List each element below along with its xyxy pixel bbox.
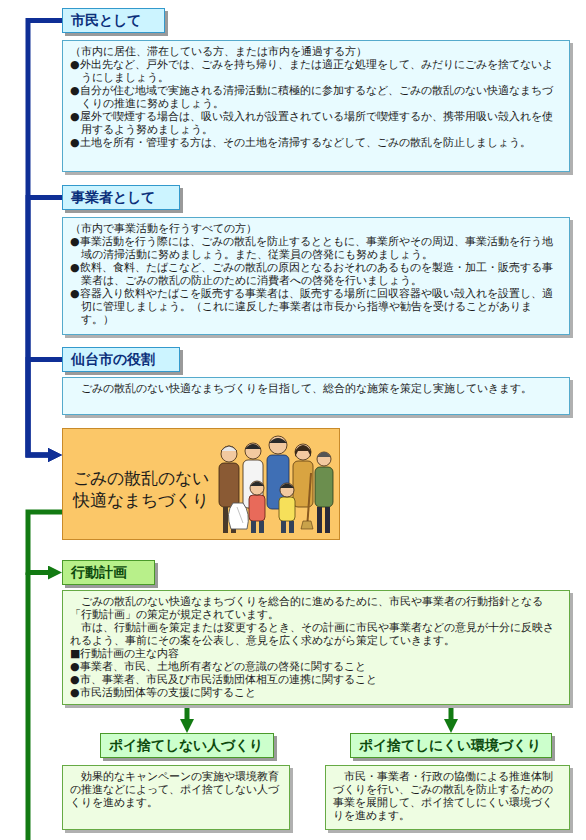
- body-text: ●自分が住む地域で実施される清掃活動に積極的に参加するなど、ごみの散乱のない快適…: [70, 84, 562, 110]
- body-text: 市は、行動計画を策定または変更するとき、その計画に市民や事業者などの意見が十分に…: [70, 621, 562, 647]
- text-panel: 市民・事業者・行政の協働による推進体制づくりを行い、ごみの散乱を防止するための事…: [325, 765, 570, 830]
- body-text: 市民・事業者・行政の協働による推進体制づくりを行い、ごみの散乱を防止するための事…: [333, 770, 562, 822]
- connector-arrow: [28, 198, 62, 456]
- section-heading: 事業者として: [62, 185, 180, 210]
- family-illustration: [213, 433, 337, 537]
- heading-text: 仙台市の役割: [71, 351, 169, 368]
- section-heading: 仙台市の役割: [62, 347, 180, 372]
- body-text: ●事業活動を行う際には、ごみの散乱を防止するとともに、事業所やその周辺、事業活動…: [70, 235, 562, 261]
- goal-box: ごみの散乱のない快適なまちづくり: [62, 428, 340, 540]
- body-text: （市内で事業活動を行うすべての方）: [70, 222, 562, 235]
- connector-arrow: [185, 705, 190, 725]
- text-panel: 効果的なキャンペーンの実施や環境教育の推進などによって、ポイ捨てしない人づくりを…: [62, 765, 290, 830]
- sub-heading: ポイ捨てしない人づくり: [100, 733, 274, 758]
- connector-arrow: [28, 360, 62, 456]
- body-text: ●飲料、食料、たばこなど、ごみの散乱の原因となるおそれのあるものを製造・加工・販…: [70, 261, 562, 287]
- connector-arrow: [28, 512, 62, 573]
- goal-title: ごみの散乱のない快適なまちづくり: [73, 467, 214, 511]
- heading-text: 市民として: [71, 12, 154, 29]
- body-text: ごみの散乱のない快適なまちづくりを目指して、総合的な施策を策定し実施していきます…: [70, 382, 562, 395]
- sub-heading: ポイ捨てしにくい環境づくり: [350, 733, 552, 758]
- text-panel: （市内で事業活動を行うすべての方）●事業活動を行う際には、ごみの散乱を防止すると…: [62, 217, 570, 335]
- text-panel: ごみの散乱のない快適なまちづくりを総合的に進めるために、市民や事業者の行動指針と…: [62, 590, 570, 705]
- connector-arrow: [449, 705, 454, 725]
- body-text: ■行動計画の主な内容: [70, 647, 562, 660]
- section-heading: 市民として: [62, 8, 165, 33]
- body-text: ●外出先など、戸外では、ごみを持ち帰り、または適正な処理をして、みだりにごみを捨…: [70, 58, 562, 84]
- body-text: ●事業者、市民、土地所有者などの意識の啓発に関すること: [70, 660, 562, 673]
- connector-arrow: [28, 21, 62, 456]
- body-text: 効果的なキャンペーンの実施や環境教育の推進などによって、ポイ捨てしない人づくりを…: [70, 770, 282, 809]
- body-text: ●屋外で喫煙する場合は、吸い殻入れが設置されている場所で喫煙するか、携帯用吸い殻…: [70, 110, 562, 136]
- heading-text: 行動計画: [71, 564, 144, 581]
- body-text: ●市、事業者、市民及び市民活動団体相互の連携に関すること: [70, 673, 562, 686]
- heading-text: ポイ捨てしにくい環境づくり: [359, 737, 541, 754]
- text-panel: （市内に居住、滞在している方、または市内を通過する方）●外出先など、戸外では、ご…: [62, 40, 570, 172]
- heading-text: ポイ捨てしない人づくり: [109, 737, 263, 754]
- section-heading: 行動計画: [62, 560, 155, 585]
- text-panel: ごみの散乱のない快適なまちづくりを目指して、総合的な施策を策定し実施していきます…: [62, 377, 570, 415]
- heading-text: 事業者として: [71, 189, 169, 206]
- body-text: ●市民活動団体等の支援に関すること: [70, 686, 562, 699]
- body-text: （市内に居住、滞在している方、または市内を通過する方）: [70, 45, 562, 58]
- trunk-line: [26, 573, 31, 840]
- body-text: ごみの散乱のない快適なまちづくりを総合的に進めるために、市民や事業者の行動指針と…: [70, 595, 562, 621]
- body-text: ●土地を所有・管理する方は、その土地を清掃するなどして、ごみの散乱を防止しましょ…: [70, 136, 562, 149]
- body-text: ●容器入り飲料やたばこを販売する事業者は、販売する場所に回収容器や吸い殻入れを設…: [70, 287, 562, 326]
